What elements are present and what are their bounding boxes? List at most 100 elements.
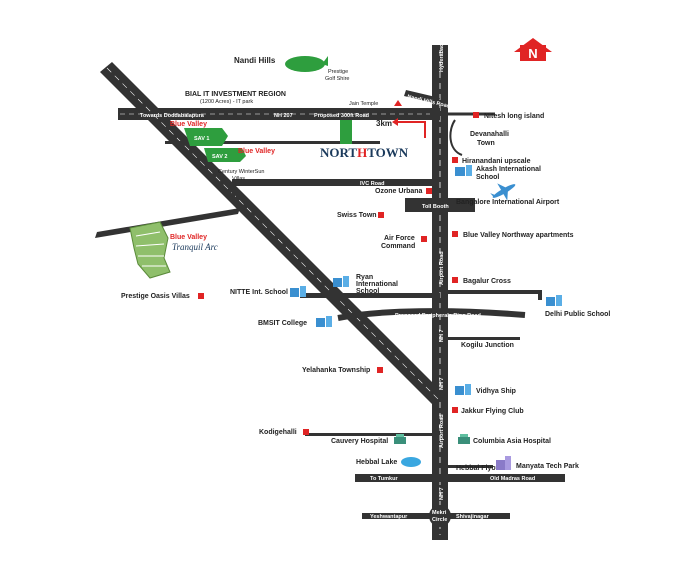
northtown-marker-icon: [340, 120, 352, 144]
marker-icon: [198, 293, 204, 299]
jain-temple-label: Jain Temple: [349, 101, 378, 107]
marker-icon: [378, 212, 384, 218]
nandi-hills-icon: [285, 56, 325, 72]
nh7-label-3: NH 7: [439, 487, 445, 500]
tranquil-arc-label: Tranquil Arc: [172, 242, 218, 252]
dps-label: Delhi Public School: [545, 311, 610, 318]
tranquil-blue-valley-label: Blue Valley: [170, 234, 207, 241]
northtown-brand: NORTHTOWN: [320, 145, 409, 160]
yeshwantpur-label: Yeshwantapur: [370, 514, 408, 520]
ring-road-label: Proposed Peripherals Ring Road: [395, 313, 481, 319]
nitesh-label: Nitesh long island: [484, 113, 544, 120]
lake-icon: [401, 457, 421, 467]
school-icon: [546, 295, 562, 306]
sav1-label: SAV 1: [194, 136, 210, 142]
airplane-icon: [490, 183, 516, 201]
school-icon: [316, 316, 332, 327]
bv-northway-label: Blue Valley Northway apartments: [463, 232, 574, 239]
school-icon: [333, 276, 349, 287]
jakkur-label: Jakkur Flying Club: [461, 408, 524, 415]
school-icon: [455, 384, 471, 395]
ring-road: [337, 308, 526, 321]
toll-booth-label: Toll Booth: [422, 204, 449, 210]
nh207-left-label: Towards Doddabalapura: [140, 113, 205, 119]
marker-icon: [452, 157, 458, 163]
shivajinagar-label: Shivajinagar: [456, 514, 490, 520]
yelahanka-label: Yelahanka Township: [302, 367, 370, 374]
marker-icon: [473, 112, 479, 118]
vidhya-label: Vidhya Ship: [476, 388, 516, 395]
hebbal-flyover-label: Hebbal Flyover: [456, 465, 506, 472]
bmsit-label: BMSIT College: [258, 320, 307, 327]
akash-label-2: School: [476, 174, 499, 181]
north-compass-icon: N: [514, 38, 552, 61]
old-madras-road: [355, 474, 565, 482]
school-icon: [455, 165, 472, 176]
ryan-label-2: International: [356, 281, 398, 288]
blue-valley-label-2: Blue Valley: [238, 148, 275, 155]
distance-label: 3km: [376, 119, 392, 128]
bial-sub-label: (1200 Acres) - IT park: [200, 99, 253, 105]
to-tumkur-label: To Tumkur: [370, 476, 398, 482]
school-icon: [290, 286, 306, 297]
hospital-icon: [394, 434, 406, 444]
devanahalli-label: Devanahalli: [470, 131, 509, 138]
airport-road-label-2: Airport Road: [439, 414, 445, 448]
swiss-town-label: Swiss Town: [337, 212, 377, 219]
sav1-marker-icon: [184, 128, 228, 146]
blue-valley-label-1: Blue Valley: [170, 121, 207, 128]
nh207-road: [118, 108, 440, 120]
cauvery-label: Cauvery Hospital: [331, 438, 388, 445]
ozone-label: Ozone Urbana: [375, 188, 423, 195]
circle-label: Circle: [432, 517, 447, 523]
marker-icon: [452, 231, 458, 237]
akash-label-1: Akash International: [476, 166, 541, 173]
kodigehalli-label: Kodigehalli: [259, 429, 297, 436]
nandi-hills-label: Nandi Hills: [234, 56, 276, 65]
manyata-label: Manyata Tech Park: [516, 463, 579, 470]
century-label-1: Century WinterSun: [218, 169, 264, 175]
nh207-mid-label: NH 207: [274, 113, 293, 119]
hiranandani-label: Hiranandani upscale: [462, 158, 531, 165]
mekri-circle: [429, 505, 451, 527]
mekri-label: Mekri: [432, 510, 447, 516]
marker-icon: [303, 429, 309, 435]
ryan-label-1: Ryan: [356, 274, 373, 281]
marker-icon: [426, 188, 432, 194]
bial-label: BIAL IT INVESTMENT REGION: [185, 91, 286, 98]
sav2-marker-icon: [204, 148, 246, 162]
marker-icon: [421, 236, 427, 242]
marker-icon: [452, 407, 458, 413]
marker-icon: [377, 367, 383, 373]
ivc-road: [232, 179, 437, 186]
nandi-road: [404, 90, 440, 104]
ryan-label-3: School: [356, 288, 379, 295]
nh7-label-1: NH 7: [439, 329, 445, 342]
hospital-icon: [458, 434, 470, 444]
prestige-golf-label-1: Prestige: [328, 69, 348, 75]
temple-icon: [394, 100, 402, 106]
bagalur-label: Bagalur Cross: [463, 278, 511, 285]
prestige-golf-label-2: Golf Shire: [325, 76, 349, 82]
columbia-label: Columbia Asia Hospital: [473, 438, 551, 445]
ivc-road-label: IVC Road: [360, 181, 384, 187]
air-force-label-2: Command: [381, 243, 415, 250]
old-madras-label: Old Madras Road: [490, 476, 535, 482]
distance-arrow-icon: [398, 121, 426, 138]
prestige-oasis-label: Prestige Oasis Villas: [121, 293, 190, 300]
devanahalli-town-label: Town: [477, 140, 495, 147]
sav2-label: SAV 2: [212, 154, 228, 160]
compass-letter: N: [528, 46, 537, 61]
marker-icon: [452, 277, 458, 283]
hyderabad-label: Hyderabad: [439, 44, 445, 72]
airport-road-label-1: Airport Road: [439, 251, 445, 285]
kogilu-label: Kogilu Junction: [461, 342, 514, 349]
nh7-label-2: NH 7: [439, 377, 445, 390]
tech-park-icon: [496, 456, 511, 470]
hebbal-lake-label: Hebbal Lake: [356, 459, 397, 466]
tranquil-arc-plot-icon: [129, 221, 171, 279]
air-force-label-1: Air Force: [384, 235, 415, 242]
century-label-2: Villas: [232, 176, 245, 182]
airport-label: Bangalore International Airport: [456, 199, 560, 206]
